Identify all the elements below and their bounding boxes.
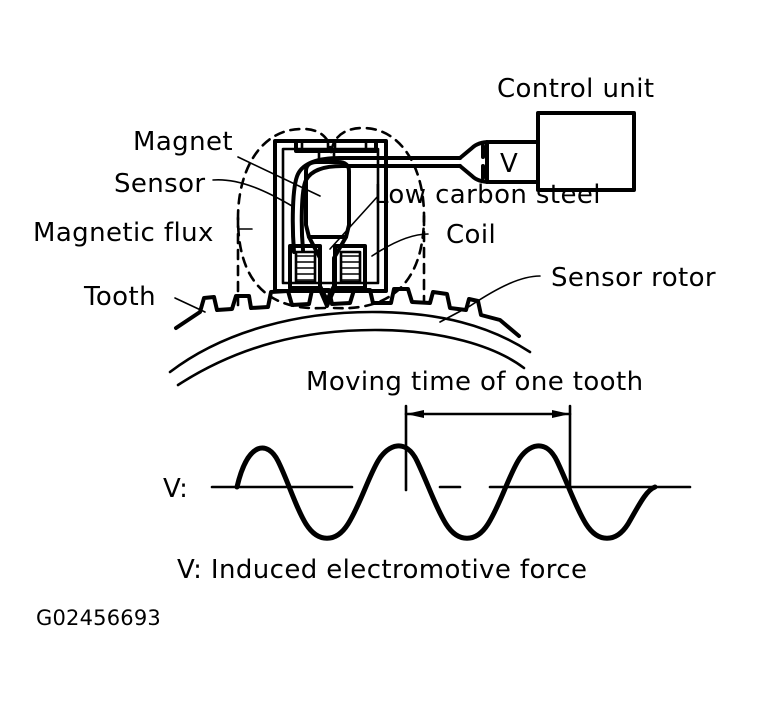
control-unit-rect — [536, 111, 636, 192]
leader-magnet — [237, 156, 321, 197]
leader-sensor — [212, 179, 293, 207]
legend-label: V: Induced electromotive force — [177, 555, 587, 585]
coil-right — [333, 244, 367, 290]
moving-time-label: Moving time of one tooth — [306, 367, 643, 397]
connector-body — [458, 140, 540, 184]
sensor-lead-wire-inner — [299, 164, 462, 252]
sensor-label: Sensor — [114, 169, 206, 199]
voltage-meter-connector: V — [458, 140, 540, 184]
tooth-label: Tooth — [83, 282, 156, 312]
voltage-waveform — [210, 443, 692, 541]
sensor-assembly — [273, 139, 462, 308]
leader-tooth — [174, 297, 206, 313]
sensor-rotor — [168, 287, 532, 387]
control-unit-label: Control unit — [497, 74, 654, 104]
rotor-rim-arc — [168, 310, 532, 374]
sensor-top-plate — [294, 139, 378, 153]
flux-loop-left — [236, 127, 333, 310]
sensor-terminal-notch-left — [300, 139, 330, 152]
dimension-arrowhead-right — [552, 410, 570, 418]
rotor-body-arc — [176, 328, 526, 387]
waveform-curve — [234, 443, 658, 541]
leader-sensor-rotor — [439, 275, 541, 323]
control-unit-box — [536, 111, 636, 192]
magnetic-flux-label: Magnetic flux — [33, 218, 214, 248]
dimension-arrowhead-left — [406, 410, 424, 418]
low-carbon-steel-label: Low carbon steel — [374, 180, 601, 210]
meter-symbol-label: V — [500, 149, 518, 179]
sensor-tip — [319, 290, 335, 308]
magnet-label: Magnet — [133, 127, 233, 157]
leader-low-carbon-steel — [329, 195, 379, 250]
sensor-terminal-notch-right — [333, 139, 368, 152]
voltage-axis-label: V: — [163, 474, 188, 504]
magnetic-flux-loops — [236, 126, 426, 310]
figure-id-code: G02456693 — [36, 606, 161, 630]
sensor-rotor-label: Sensor rotor — [551, 263, 716, 293]
leader-lines — [174, 156, 541, 323]
coil-label: Coil — [446, 220, 496, 250]
leader-coil — [371, 233, 429, 257]
coil-left — [288, 244, 322, 290]
rotor-tooth-profile — [174, 287, 521, 338]
sensor-lead-wire-outer — [290, 156, 462, 254]
